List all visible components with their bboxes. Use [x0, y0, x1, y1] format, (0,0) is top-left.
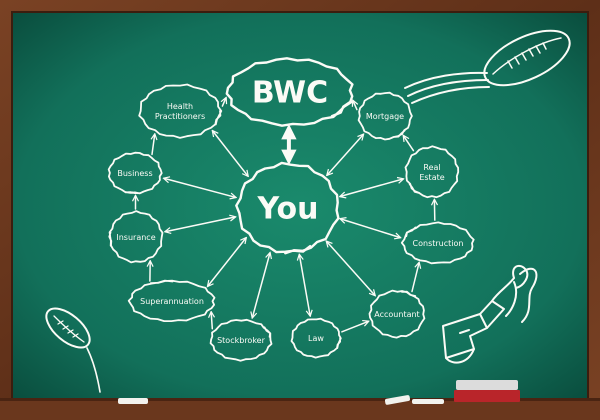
health-node-outline: [138, 83, 223, 139]
mortgage-node: Mortgage: [357, 91, 413, 141]
ring-arrow-law-accountant: [341, 321, 368, 333]
law-node-label: Law: [308, 334, 324, 343]
football-icon: [404, 29, 571, 104]
arrow-you-accountant: [327, 242, 375, 296]
insurance-node-label: Insurance: [116, 233, 155, 242]
arrow-you-insurance: [166, 217, 236, 232]
realestate-node-outline: [404, 145, 460, 199]
connector-arrows: [136, 98, 435, 333]
construction-node-label: Construction: [413, 239, 464, 248]
chalk-tray: [0, 398, 600, 420]
whistle-icon: [442, 264, 538, 364]
chalk-tray-edge: [0, 398, 600, 401]
superannuation-node: Superannuation: [127, 279, 216, 322]
arrow-you-construction: [341, 219, 400, 238]
arrow-you-law: [299, 255, 310, 316]
realestate-node-label: Real: [423, 163, 440, 172]
health-node-label: Practitioners: [155, 112, 205, 121]
bwc-node: BWC: [225, 57, 354, 127]
arrow-you-mortgage: [327, 135, 363, 175]
chalk-stick-icon: [412, 399, 444, 404]
you-node: You: [235, 161, 340, 255]
arrow-you-realestate: [340, 179, 403, 196]
law-node: Law: [290, 317, 342, 359]
accountant-node: Accountant: [368, 289, 426, 339]
superannuation-node-outline: [127, 279, 216, 322]
insurance-node-outline: [108, 210, 164, 264]
business-node-label: Business: [117, 169, 152, 178]
construction-node-outline: [400, 221, 475, 265]
business-node: Business: [107, 151, 163, 195]
you-node-outline: [235, 161, 340, 255]
ring-arrow-realestate-mortgage: [404, 136, 415, 152]
accountant-node-label: Accountant: [374, 310, 419, 319]
superannuation-node-label: Superannuation: [140, 297, 204, 306]
ring-arrow-mortgage-title: [353, 101, 357, 111]
ring-arrow-business-health: [152, 135, 155, 156]
football-small-icon: [45, 307, 101, 393]
stockbroker-node: Stockbroker: [209, 318, 273, 362]
mortgage-node-outline: [357, 91, 413, 141]
realestate-node-label: Estate: [419, 173, 444, 182]
construction-node: Construction: [400, 221, 475, 265]
law-node-outline: [290, 317, 342, 359]
insurance-node: Insurance: [108, 210, 164, 264]
arrow-you-business: [164, 178, 235, 197]
arrow-you-health: [213, 131, 248, 176]
ring-arrow-accountant-construction: [411, 263, 419, 293]
bwc-node-outline: [225, 57, 354, 127]
business-node-outline: [107, 151, 163, 195]
board-surface: [12, 12, 588, 400]
health-node-label: Health: [167, 102, 193, 111]
ring-arrow-stockbroker-superannuation: [211, 312, 212, 330]
stockbroker-node-outline: [209, 318, 273, 362]
bwc-node-label: BWC: [252, 76, 328, 111]
arrow-you-stockbroker: [252, 253, 270, 317]
chalk-stick-icon: [384, 395, 411, 405]
accountant-node-outline: [368, 289, 426, 339]
you-node-label: You: [257, 192, 319, 227]
chalk-stick-icon: [118, 398, 148, 404]
mortgage-node-label: Mortgage: [366, 112, 404, 121]
arrow-you-superannuation: [208, 238, 246, 286]
ring-arrow-health-title: [222, 98, 226, 107]
stockbroker-node-label: Stockbroker: [217, 336, 265, 345]
eraser-icon: [454, 380, 520, 402]
